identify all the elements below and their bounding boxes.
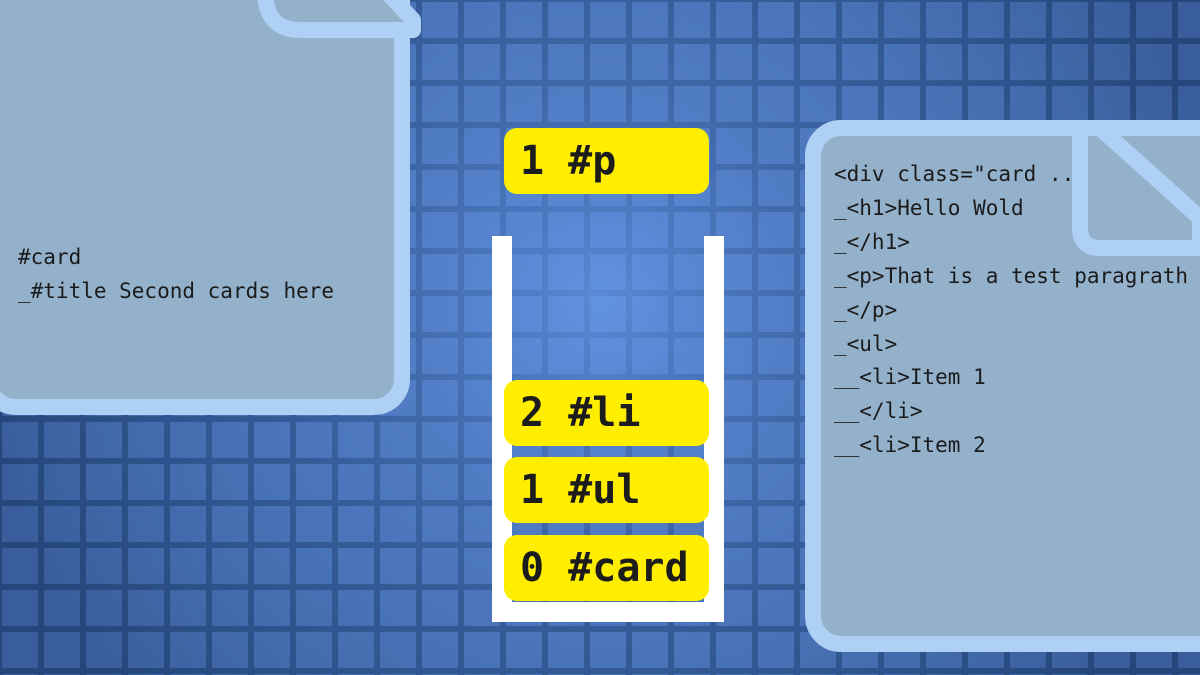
popped-stack-item: 1 #p bbox=[504, 128, 709, 194]
code-line: _<h1>Hello Wold bbox=[834, 195, 1024, 220]
code-line: <div class="card ..."> bbox=[834, 162, 1113, 186]
left-document bbox=[0, 0, 410, 415]
stack-item: 2 #li bbox=[504, 380, 709, 446]
right-document-text: <div class="card ..."> _<h1>Hello Wold _</… bbox=[834, 158, 1188, 463]
code-line: __<li>Item 2 bbox=[834, 433, 986, 458]
code-line: _<ul> bbox=[834, 331, 898, 356]
stack-item: 1 #ul bbox=[504, 457, 709, 523]
code-line: __<li>Item 1 bbox=[834, 365, 986, 390]
code-line: _<p>That is a test paragrath bbox=[834, 263, 1189, 288]
left-document-text: #card _#title Second cards here bbox=[18, 240, 334, 308]
left-document-line: _#title Second cards here bbox=[18, 279, 335, 303]
stack-container bbox=[492, 236, 724, 622]
code-line: _</p> bbox=[834, 297, 898, 322]
stack-item: 0 #card bbox=[504, 535, 709, 601]
code-line: __</li> bbox=[834, 399, 923, 424]
code-line: _</h1> bbox=[834, 229, 910, 254]
left-document-line: #card bbox=[18, 245, 82, 269]
